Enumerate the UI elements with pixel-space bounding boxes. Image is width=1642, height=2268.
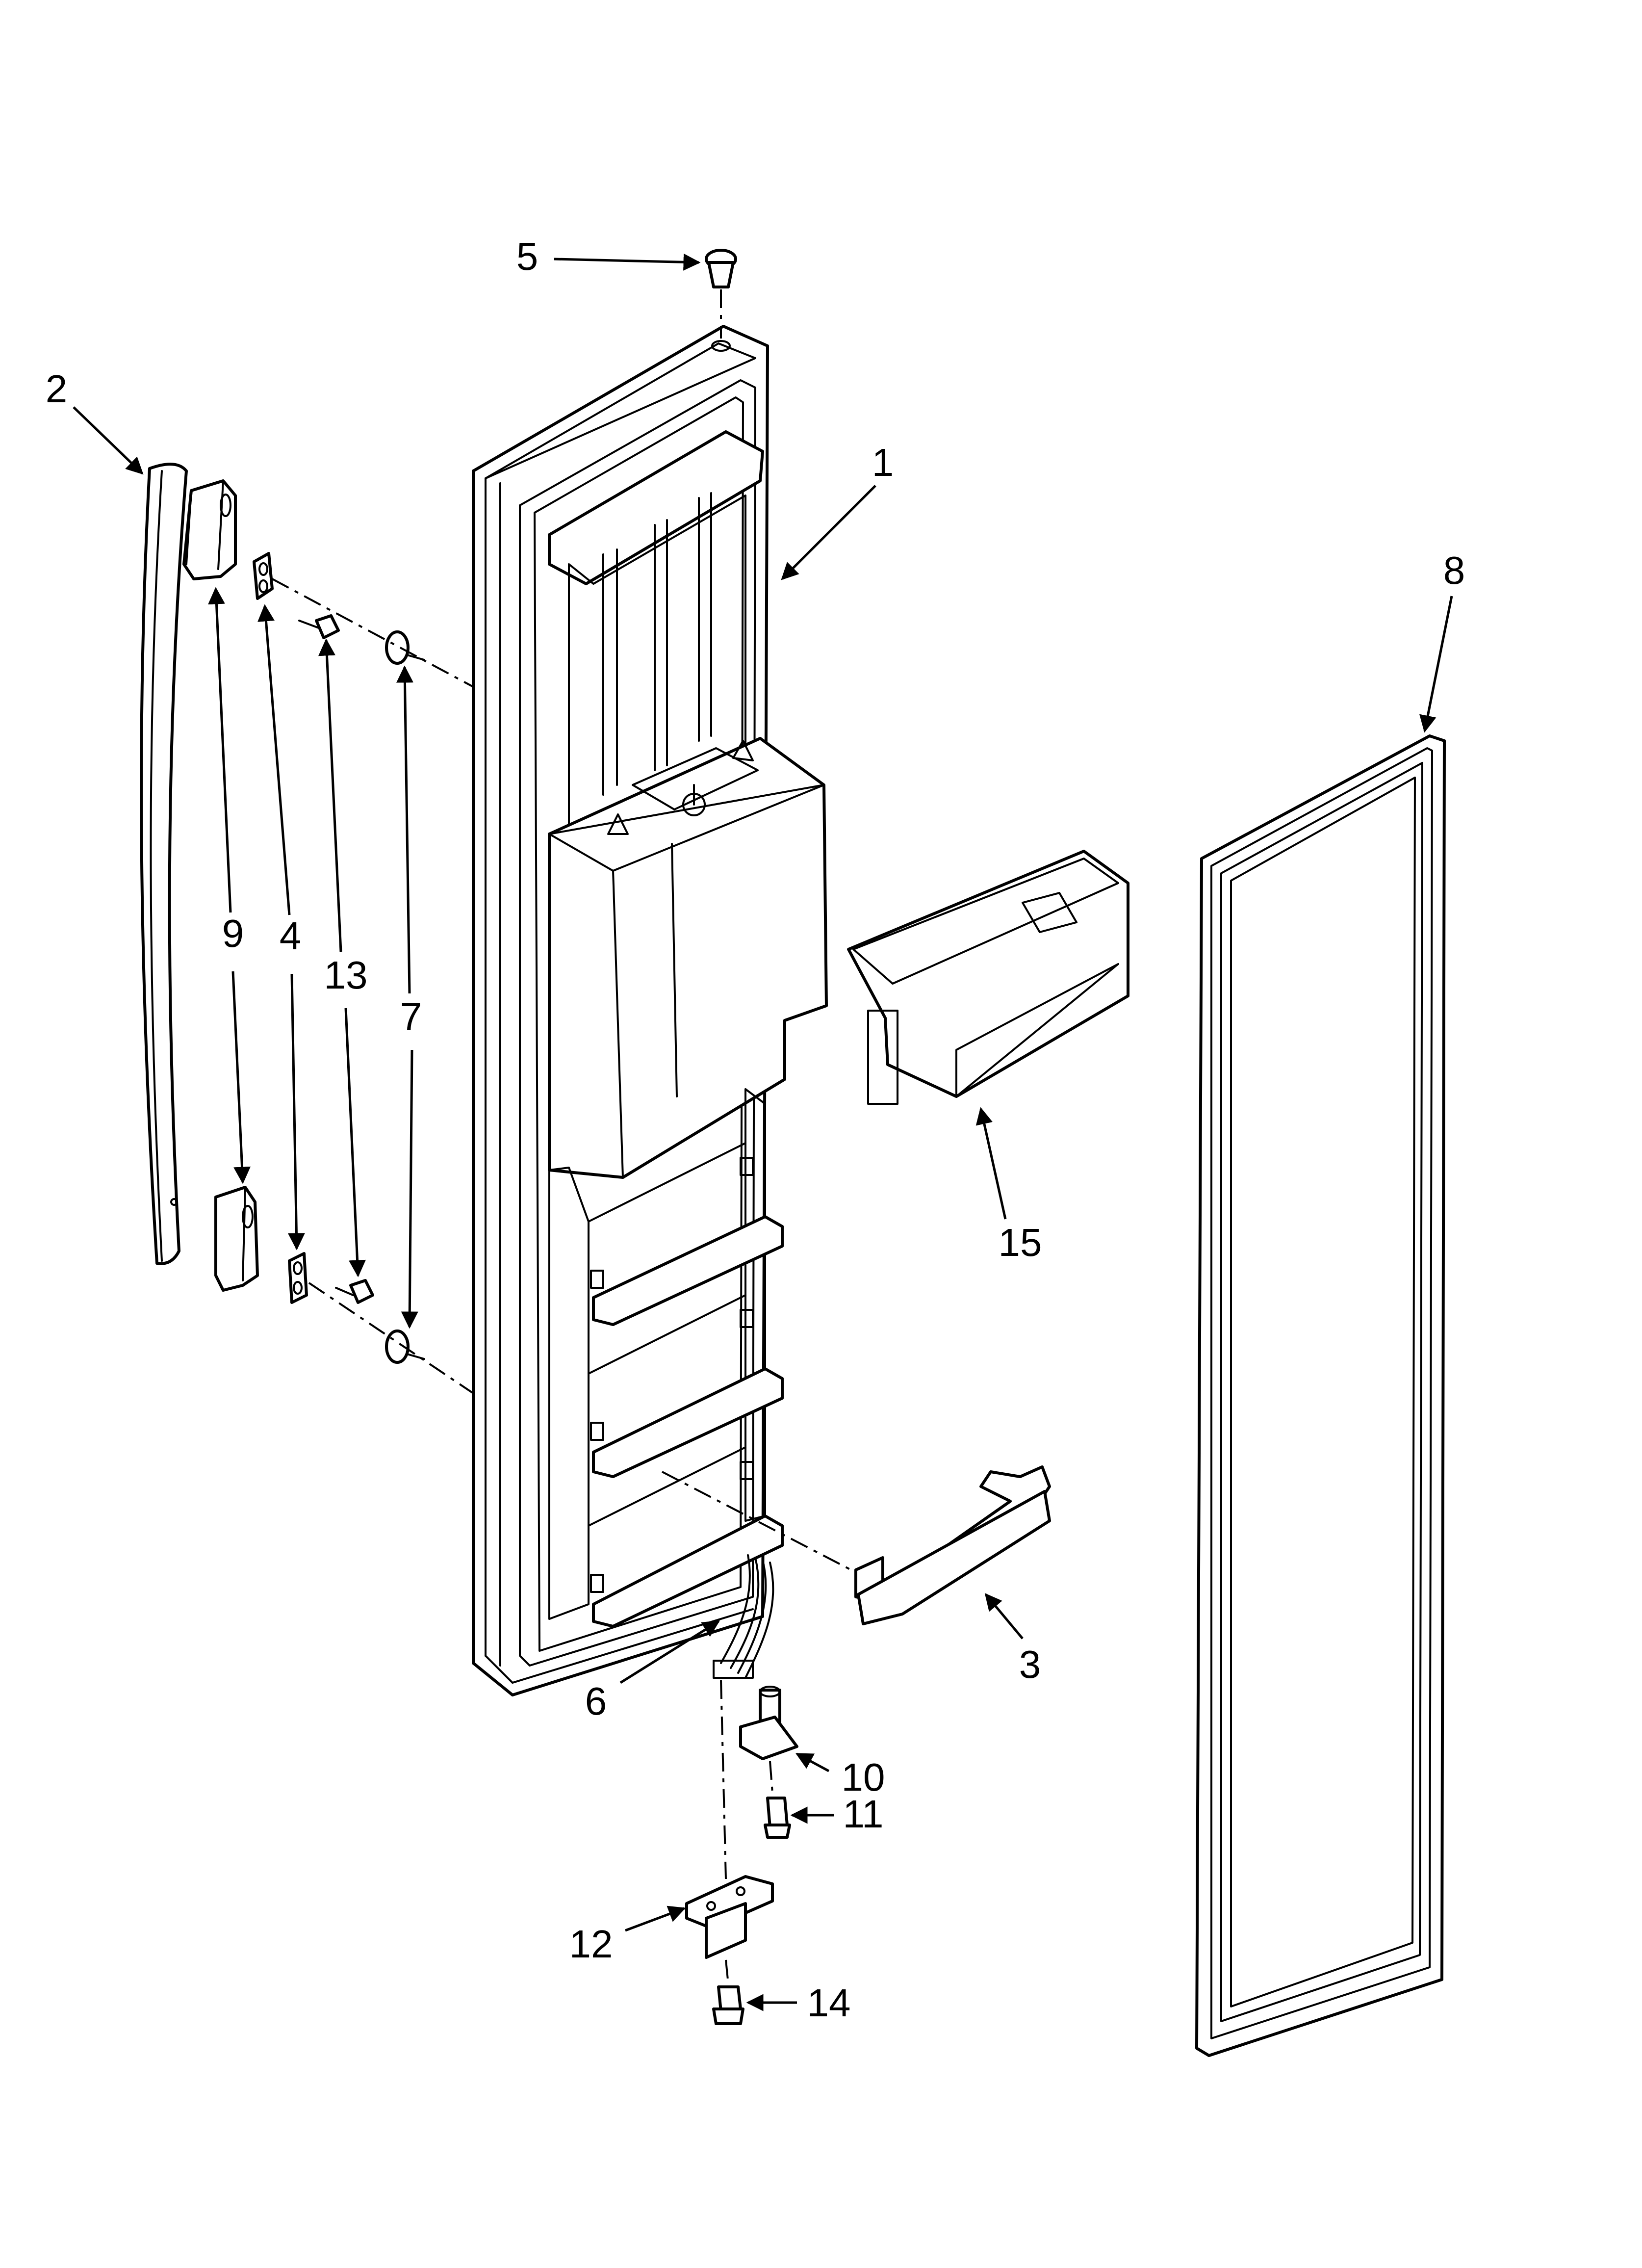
callout-6: 6 bbox=[585, 1679, 607, 1723]
leader-lines bbox=[73, 253, 1453, 2011]
callout-4: 4 bbox=[280, 914, 302, 958]
callout-13: 13 bbox=[324, 953, 368, 997]
callout-15: 15 bbox=[999, 1221, 1042, 1264]
callout-8: 8 bbox=[1443, 548, 1465, 592]
callout-5: 5 bbox=[516, 235, 539, 278]
callout-labels: 1 2 3 4 5 6 7 8 9 10 11 12 13 14 15 bbox=[46, 235, 1465, 2025]
handle-end-cap-upper bbox=[182, 479, 237, 580]
callout-14: 14 bbox=[807, 1981, 851, 2025]
alignment-line-upper bbox=[272, 578, 474, 688]
screw-lower bbox=[335, 1279, 374, 1304]
callout-9: 9 bbox=[222, 912, 244, 955]
hinge-screw bbox=[764, 1797, 791, 1839]
bin-part-3 bbox=[662, 1465, 1051, 1625]
bin-part-15 bbox=[847, 850, 1129, 1105]
door-assembly bbox=[472, 325, 828, 1696]
handle-clip-lower bbox=[288, 1252, 308, 1304]
alignment-line-lower bbox=[308, 1282, 474, 1394]
bottom-hinge bbox=[685, 1680, 774, 1959]
callout-10: 10 bbox=[842, 1755, 885, 1799]
hinge-mount-screw bbox=[712, 1959, 744, 2025]
callout-3: 3 bbox=[1019, 1642, 1041, 1686]
callout-11: 11 bbox=[843, 1792, 883, 1836]
handle-end-cap-lower bbox=[214, 1186, 259, 1292]
plug-upper bbox=[385, 630, 425, 665]
screw-upper bbox=[298, 614, 340, 639]
door-handle bbox=[140, 463, 188, 1265]
callout-2: 2 bbox=[46, 367, 68, 411]
wire-harness bbox=[713, 1554, 774, 1679]
callout-12: 12 bbox=[569, 1922, 613, 1966]
door-gasket bbox=[1195, 734, 1446, 2057]
callout-1: 1 bbox=[872, 441, 894, 484]
handle-clip-upper bbox=[253, 552, 274, 600]
callout-7: 7 bbox=[400, 995, 422, 1039]
top-plug bbox=[705, 249, 737, 352]
hinge-bushing bbox=[739, 1686, 798, 1794]
